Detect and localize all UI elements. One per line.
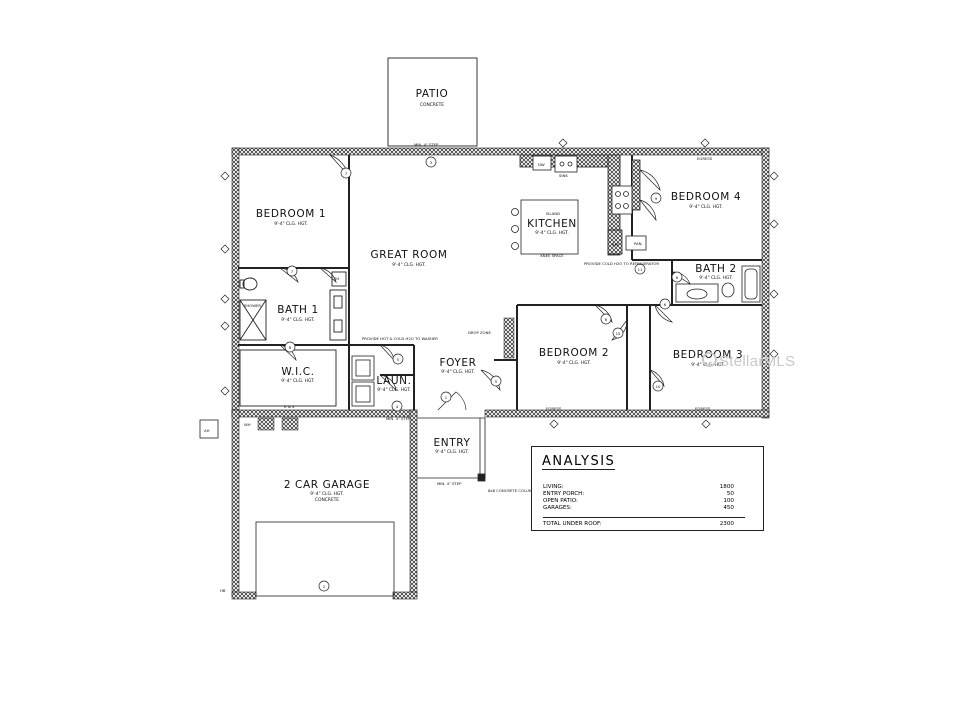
garage-note: CONCRETE (315, 497, 339, 503)
garage-door-outline (255, 521, 395, 597)
bedroom2-label: BEDROOM 2 (539, 347, 609, 359)
analysis-value: 450 (723, 505, 734, 511)
door-tag-2: 2 (323, 584, 326, 589)
ref-label: REF (612, 242, 619, 247)
analysis-row-patio: OPEN PATIO: 100 (543, 498, 754, 504)
kitchen-fixtures (511, 154, 647, 256)
patio-outline (387, 57, 478, 147)
entry-label: ENTRY (434, 437, 471, 449)
door-tag-8: 8 (289, 345, 292, 350)
door-tag-5a: 5 (397, 357, 400, 362)
analysis-table: ANALYSIS LIVING: 1800 ENTRY PORCH: 50 OP… (531, 446, 764, 531)
door-tag-4: 4 (396, 404, 399, 409)
door-tag-3: 3 (430, 160, 433, 165)
bath1-clg: 9'-4" CLG. HGT. (281, 317, 315, 323)
door-tag-9: 9 (655, 196, 658, 201)
analysis-label: ENTRY PORCH: (543, 491, 585, 497)
door-tag-15: 15 (616, 331, 621, 336)
knee-space-label: KNEE SPACE (540, 253, 564, 258)
kitchen-label: KITCHEN (527, 218, 577, 230)
wic-clg: 9'-4" CLG. HGT. (281, 378, 315, 384)
dw-label: DW (538, 162, 545, 167)
door-tag-7: 7 (291, 269, 294, 274)
door-tag-10: 10 (656, 384, 661, 389)
watermark: StellarMLS (702, 352, 795, 370)
bedroom1-label: BEDROOM 1 (256, 208, 326, 220)
analysis-total-value: 2300 (719, 521, 734, 527)
great-room-label: GREAT ROOM (370, 249, 447, 261)
wic-label: W.I.C. (281, 366, 314, 378)
drop-zone-note: DROP ZONE (468, 330, 491, 335)
entry-clg: 9'-4" CLG. HGT. (435, 449, 469, 455)
egress-bed4: EGRESS (697, 156, 713, 161)
analysis-value: 50 (726, 491, 734, 497)
analysis-total-label: TOTAL UNDER ROOF: (543, 521, 602, 527)
foyer-clg: 9'-4" CLG. HGT. (441, 369, 475, 375)
watermark-logo-icon (702, 352, 717, 367)
foyer-step-note: MIN. 4" STEP (386, 416, 411, 421)
analysis-label: GARAGES: (543, 505, 572, 511)
bath2-clg: 9'-4" CLG. HGT. (699, 275, 733, 281)
analysis-divider (543, 517, 745, 518)
analysis-title: ANALYSIS (542, 454, 616, 470)
bedroom2-clg: 9'-4" CLG. HGT. (557, 360, 591, 366)
entry-step-note: MIN. 4" STEP (437, 481, 462, 486)
pantry-label: PAN. (634, 241, 643, 246)
laundry-label: LAUN. (376, 375, 411, 387)
patio-note: CONCRETE (420, 102, 444, 108)
analysis-label: OPEN PATIO: (543, 498, 578, 504)
bedroom4-label: BEDROOM 4 (671, 191, 741, 203)
hose-bib: HB (220, 588, 226, 593)
kitchen-clg: 9'-4" CLG. HGT. (535, 230, 569, 236)
foyer-label: FOYER (439, 357, 476, 369)
analysis-row-total: TOTAL UNDER ROOF: 2300 (543, 521, 754, 527)
door-tag-6a: 6 (605, 317, 608, 322)
bath1-label: BATH 1 (277, 304, 319, 316)
bedroom1-clg: 9'-4" CLG. HGT. (274, 221, 308, 227)
patio-label: PATIO (416, 88, 449, 100)
analysis-value: 1800 (719, 484, 734, 490)
refrigerator-note: PROVIDE COLD H2O TO REFRIGERATOR (584, 261, 659, 266)
door-tags (284, 156, 683, 592)
laundry-appliances (351, 355, 375, 407)
garage-label: 2 CAR GARAGE (284, 479, 370, 491)
laundry-clg: 9'-4" CLG. HGT. (377, 387, 411, 393)
bath2-label: BATH 2 (695, 263, 737, 275)
column-note: 8x8 CONCRETE COLUMN (488, 488, 535, 493)
wic-shelf: R & S (284, 404, 295, 409)
plan-notes: MIN. 4" STEP MIN. 4" STEP MIN. 4" STEP P… (204, 142, 713, 593)
analysis-value: 100 (723, 498, 734, 504)
patio-step-note: MIN. 4" STEP (414, 142, 439, 147)
door-tag-1: 1 (445, 395, 448, 400)
washer-note: PROVIDE HOT & COLD H2O TO WASHER (362, 336, 438, 341)
analysis-label: LIVING: (543, 484, 564, 490)
bath2-fixtures (675, 265, 761, 303)
egress-bed2: EGRESS (546, 406, 562, 411)
wh-label: WH (244, 422, 251, 427)
sh-label: SH (334, 276, 339, 281)
door-tag-labels: 3 2 4 5 5 6 6 7 8 9 11 15 10 7 1 6 (289, 160, 679, 589)
ah-label: AH (204, 428, 210, 433)
egress-bed3: EGRESS (695, 406, 711, 411)
bedroom4-clg: 9'-4" CLG. HGT. (689, 204, 723, 210)
door-tag-6b: 6 (664, 302, 667, 307)
analysis-row-garages: GARAGES: 450 (543, 505, 754, 511)
door-tag-6c: 6 (676, 275, 679, 280)
island-label: ISLAND (546, 211, 560, 216)
entry-porch (417, 417, 486, 482)
sink-label: SINK (559, 173, 568, 178)
watermark-text: StellarMLS (719, 353, 796, 370)
great-room-clg: 9'-4" CLG. HGT. (392, 262, 426, 268)
shower-label: SHOWER (244, 303, 261, 308)
analysis-row-entry: ENTRY PORCH: 50 (543, 491, 754, 497)
garage-clg: 9'-4" CLG. HGT. (310, 491, 344, 497)
door-tag-11: 11 (638, 267, 643, 272)
door-tag-7b: 7 (345, 171, 348, 176)
analysis-row-living: LIVING: 1800 (543, 484, 754, 490)
door-tag-5b: 5 (495, 379, 498, 384)
window-markers (220, 138, 779, 429)
